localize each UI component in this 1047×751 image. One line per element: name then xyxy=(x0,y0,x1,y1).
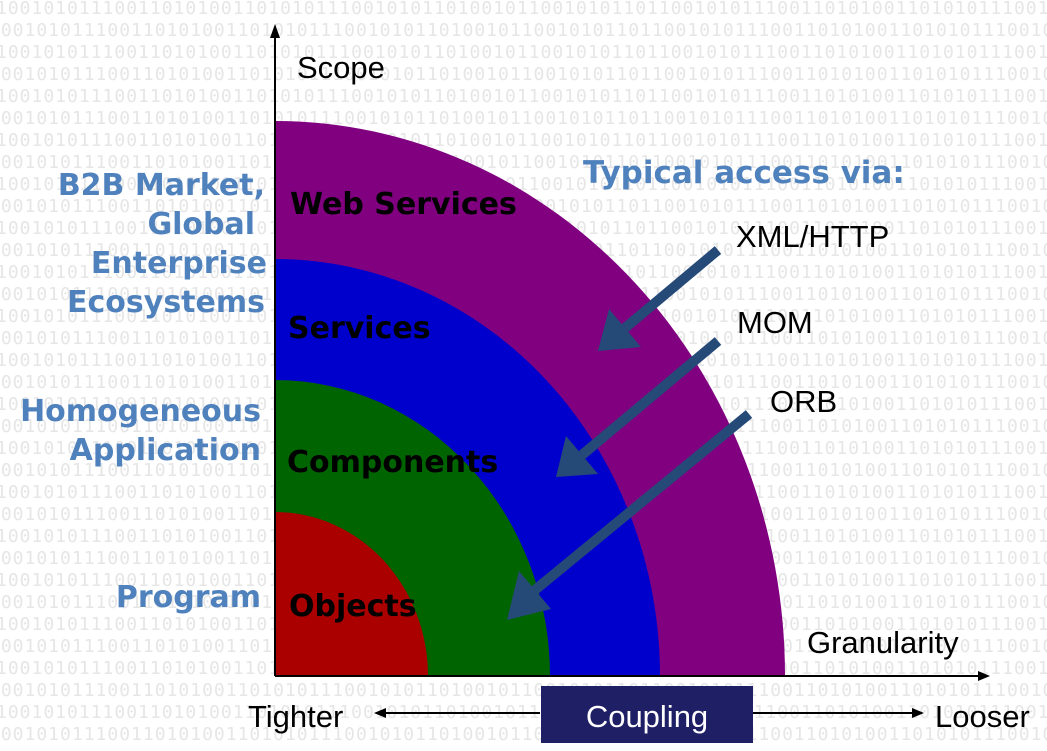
tighter-arrowhead xyxy=(374,708,386,718)
looser-arrowhead xyxy=(912,708,924,718)
xml-http-arrow-shaft xyxy=(621,246,722,332)
access-mom: MOM xyxy=(737,305,813,340)
b2b-label-line-1: B2B Market, xyxy=(58,168,265,203)
x-axis-arrowhead xyxy=(978,671,990,681)
access-title: Typical access via: xyxy=(583,155,905,191)
access-xml-http: XML/HTTP xyxy=(736,219,889,254)
coupling-box xyxy=(541,686,753,743)
b2b-label-line-3: Enterprise xyxy=(91,246,267,281)
y-axis-arrowhead xyxy=(270,24,280,38)
mom-arrow-head xyxy=(556,436,598,477)
svg-text:100101011100110101001101010111: 1001010111001101010011010101110010101101… xyxy=(0,86,1047,107)
services-label: Services xyxy=(288,311,431,346)
mom-arrow-shaft xyxy=(578,337,722,459)
svg-text:100101011100110101001101010111: 1001010111001101010011010101110010101101… xyxy=(0,152,1047,173)
xml-http-arrow-head xyxy=(598,309,641,351)
access-arrows xyxy=(507,246,753,620)
svg-text:100101011100110101001101010111: 1001010111001101010011010101110010101101… xyxy=(0,680,1047,701)
svg-text:100101011100110101001101010111: 1001010111001101010011010101110010101101… xyxy=(0,724,1047,745)
svg-text:100101011100110101001101010111: 1001010111001101010011010101110010101101… xyxy=(0,64,1047,85)
objects-ring xyxy=(275,512,428,676)
objects-label: Objects xyxy=(289,589,417,624)
svg-text:100101011100110101001101010111: 1001010111001101010011010101110010101101… xyxy=(0,0,1047,19)
svg-text:100101011100110101001101010111: 1001010111001101010011010101110010101101… xyxy=(0,174,1047,195)
y-axis-label: Scope xyxy=(297,50,385,85)
web-services-label: Web Services xyxy=(290,187,517,222)
x-axis-label: Granularity xyxy=(807,625,959,660)
tighter-label: Tighter xyxy=(248,699,343,734)
svg-text:100101011100110101001101010111: 1001010111001101010011010101110010101101… xyxy=(0,42,1047,63)
orb-arrow-head xyxy=(507,571,551,620)
homogeneous-label-line-2: Application xyxy=(70,433,261,468)
svg-text:100101011100110101001101010111: 1001010111001101010011010101110010101101… xyxy=(0,108,1047,129)
b2b-label-line-2: Global xyxy=(147,207,255,242)
svg-text:100101011100110101001101010111: 1001010111001101010011010101110010101101… xyxy=(0,20,1047,41)
b2b-label-line-4: Ecosystems xyxy=(67,285,265,320)
looser-label: Looser xyxy=(935,699,1030,734)
components-label: Components xyxy=(287,445,498,480)
coupling-label: Coupling xyxy=(586,699,708,734)
orb-arrow-shaft xyxy=(531,410,753,594)
homogeneous-label-line-1: Homogeneous xyxy=(20,394,261,429)
svg-text:100101011100110101001101010111: 1001010111001101010011010101110010101101… xyxy=(0,130,1047,151)
program-label: Program xyxy=(116,580,261,615)
access-orb: ORB xyxy=(770,384,837,419)
scope-levels: B2B Market, Global Enterprise Ecosystems… xyxy=(20,168,267,615)
